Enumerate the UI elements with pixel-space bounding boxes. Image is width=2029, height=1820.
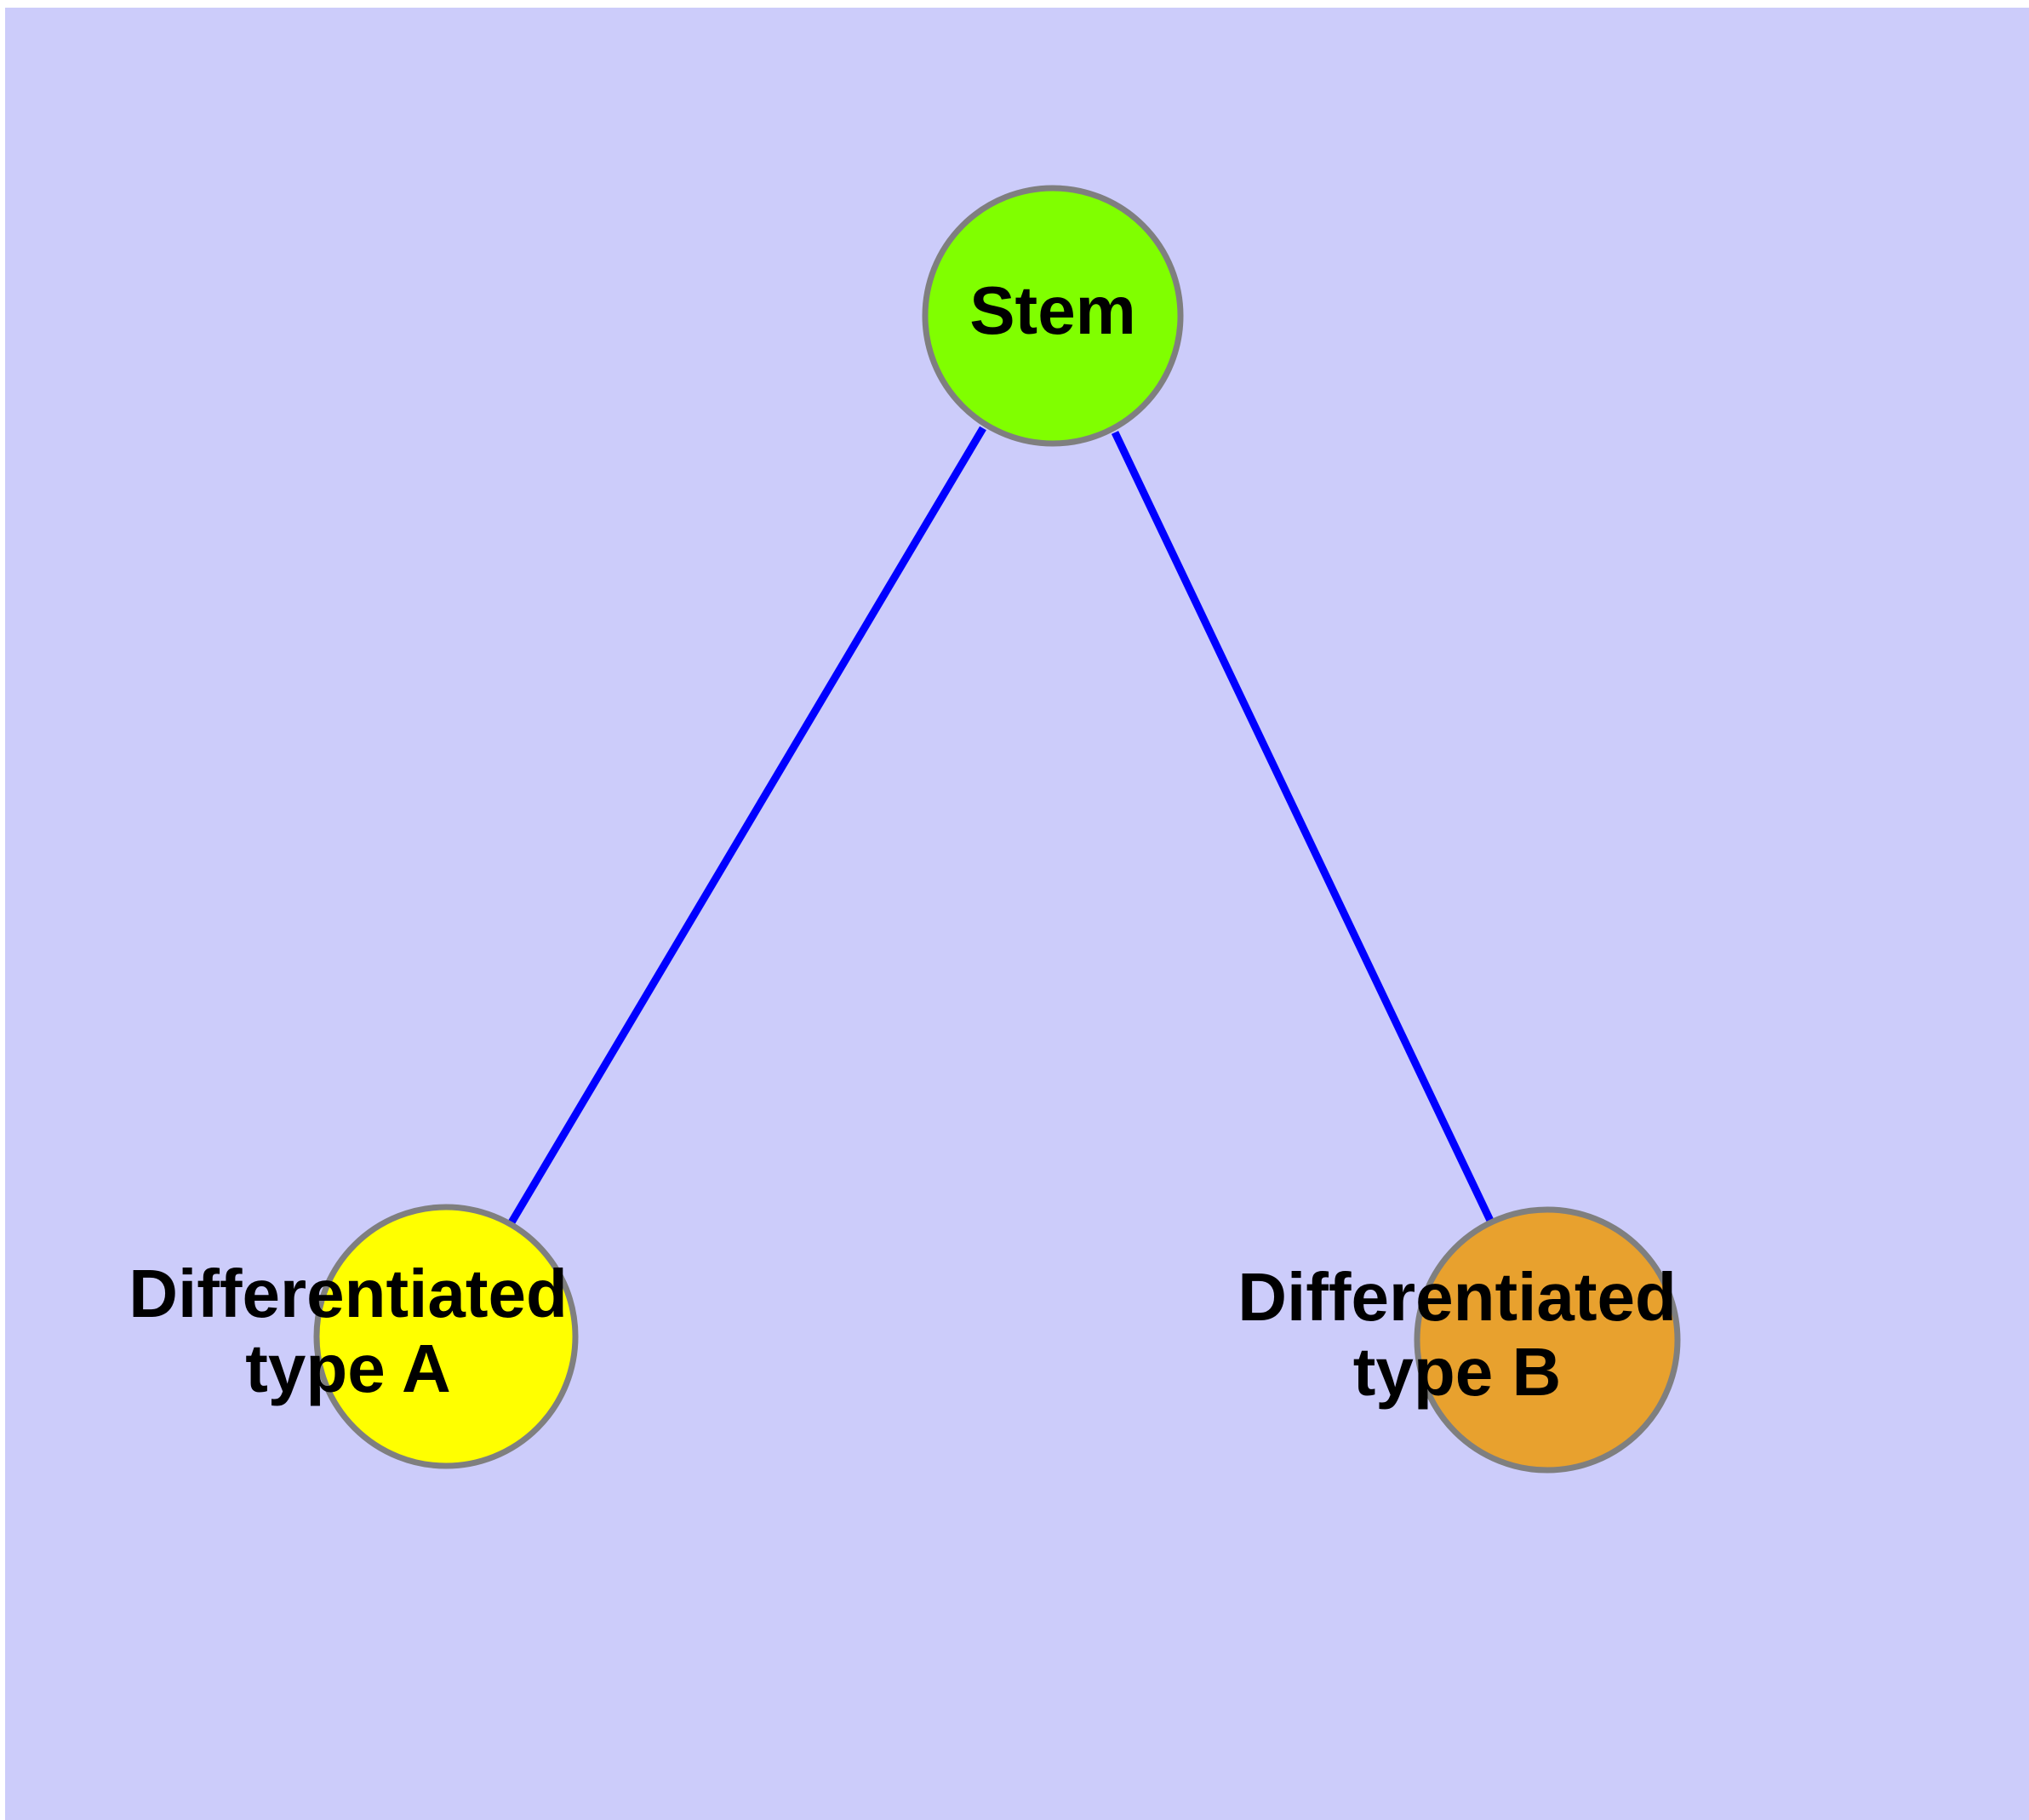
node-label-differentiated-type-b: Differentiated type B xyxy=(1237,1259,1677,1410)
node-label-differentiated-type-a-line2: type A xyxy=(245,1331,451,1406)
node-layer xyxy=(313,185,1681,1474)
node-differentiated-type-a-circle[interactable] xyxy=(313,1204,579,1469)
node-stem[interactable] xyxy=(922,185,1184,447)
node-differentiated-type-b[interactable] xyxy=(1414,1206,1681,1474)
node-stem-circle[interactable] xyxy=(922,185,1184,447)
node-differentiated-type-b-circle[interactable] xyxy=(1414,1206,1681,1474)
node-label-differentiated-type-b-line2: type B xyxy=(1353,1334,1562,1410)
label-layer: Stem Differentiated type A Differentiate… xyxy=(129,272,1677,1410)
node-label-differentiated-type-b-line1: Differentiated xyxy=(1237,1259,1677,1335)
node-label-stem: Stem xyxy=(969,272,1136,348)
edge-stem-to-differentiated-type-a[interactable] xyxy=(508,426,986,1225)
edge-stem-to-differentiated-type-b[interactable] xyxy=(1111,431,1496,1226)
node-label-differentiated-type-a: Differentiated type A xyxy=(129,1256,568,1406)
edge-layer xyxy=(508,426,1496,1226)
node-label-differentiated-type-a-line1: Differentiated xyxy=(129,1256,568,1331)
node-differentiated-type-a[interactable] xyxy=(313,1204,579,1469)
